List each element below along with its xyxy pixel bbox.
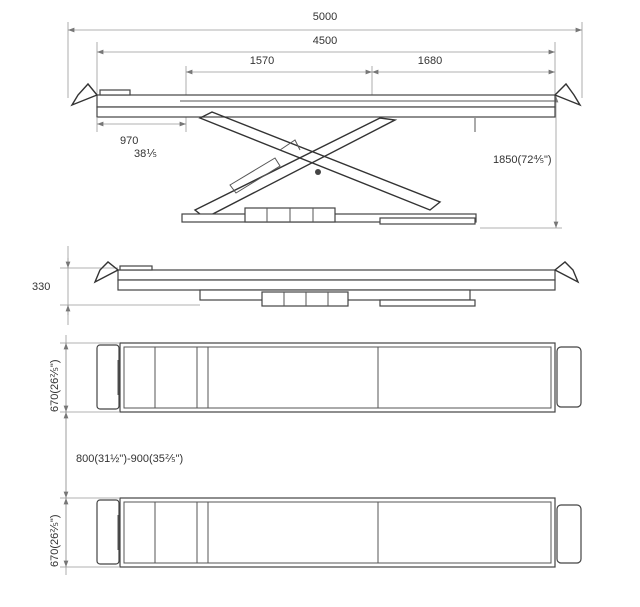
left-ramp (96, 499, 120, 565)
right-ramp (553, 261, 580, 284)
side-view-lowered: 330 (32, 246, 580, 325)
plan-view-top (96, 342, 582, 413)
label-5000: 5000 (313, 11, 337, 23)
label-970: 970 (120, 135, 138, 147)
label-1680: 1680 (418, 55, 442, 67)
label-800-900: 800(31½")-900(35⅖") (76, 453, 183, 465)
scissor-arm (198, 111, 442, 211)
platform-lower (96, 106, 556, 118)
dimension-segments: 1570 1680 (185, 55, 555, 95)
label-4500: 4500 (313, 35, 337, 47)
dimension-overall-length: 5000 (67, 11, 583, 98)
label-38in: 38⅕ (134, 148, 157, 160)
label-330: 330 (32, 281, 50, 293)
left-ramp (70, 82, 99, 107)
side-view-raised: 5000 4500 1570 1680 970 38⅕ 1850(72⅘") (67, 11, 583, 229)
hydraulic-cylinder (229, 157, 281, 194)
right-ramp (556, 504, 582, 564)
right-ramp (556, 346, 582, 408)
label-1570: 1570 (250, 55, 274, 67)
left-ramp (93, 261, 120, 284)
right-ramp (553, 82, 582, 107)
scissor-arm (193, 117, 398, 219)
label-1850: 1850(72⅘") (493, 154, 552, 166)
label-670-top: 670(26⅖") (49, 360, 61, 412)
scissor-pivot (315, 169, 321, 175)
plan-dimensions: 670(26⅖") 800(31½")-900(35⅖") 670(26⅖") (49, 335, 183, 575)
plan-view-bottom (96, 497, 582, 568)
dimension-platform-length: 4500 (96, 35, 556, 95)
label-670-bottom: 670(26⅖") (49, 515, 61, 567)
dimension-height: 1850(72⅘") (480, 96, 562, 229)
left-ramp (96, 344, 120, 410)
